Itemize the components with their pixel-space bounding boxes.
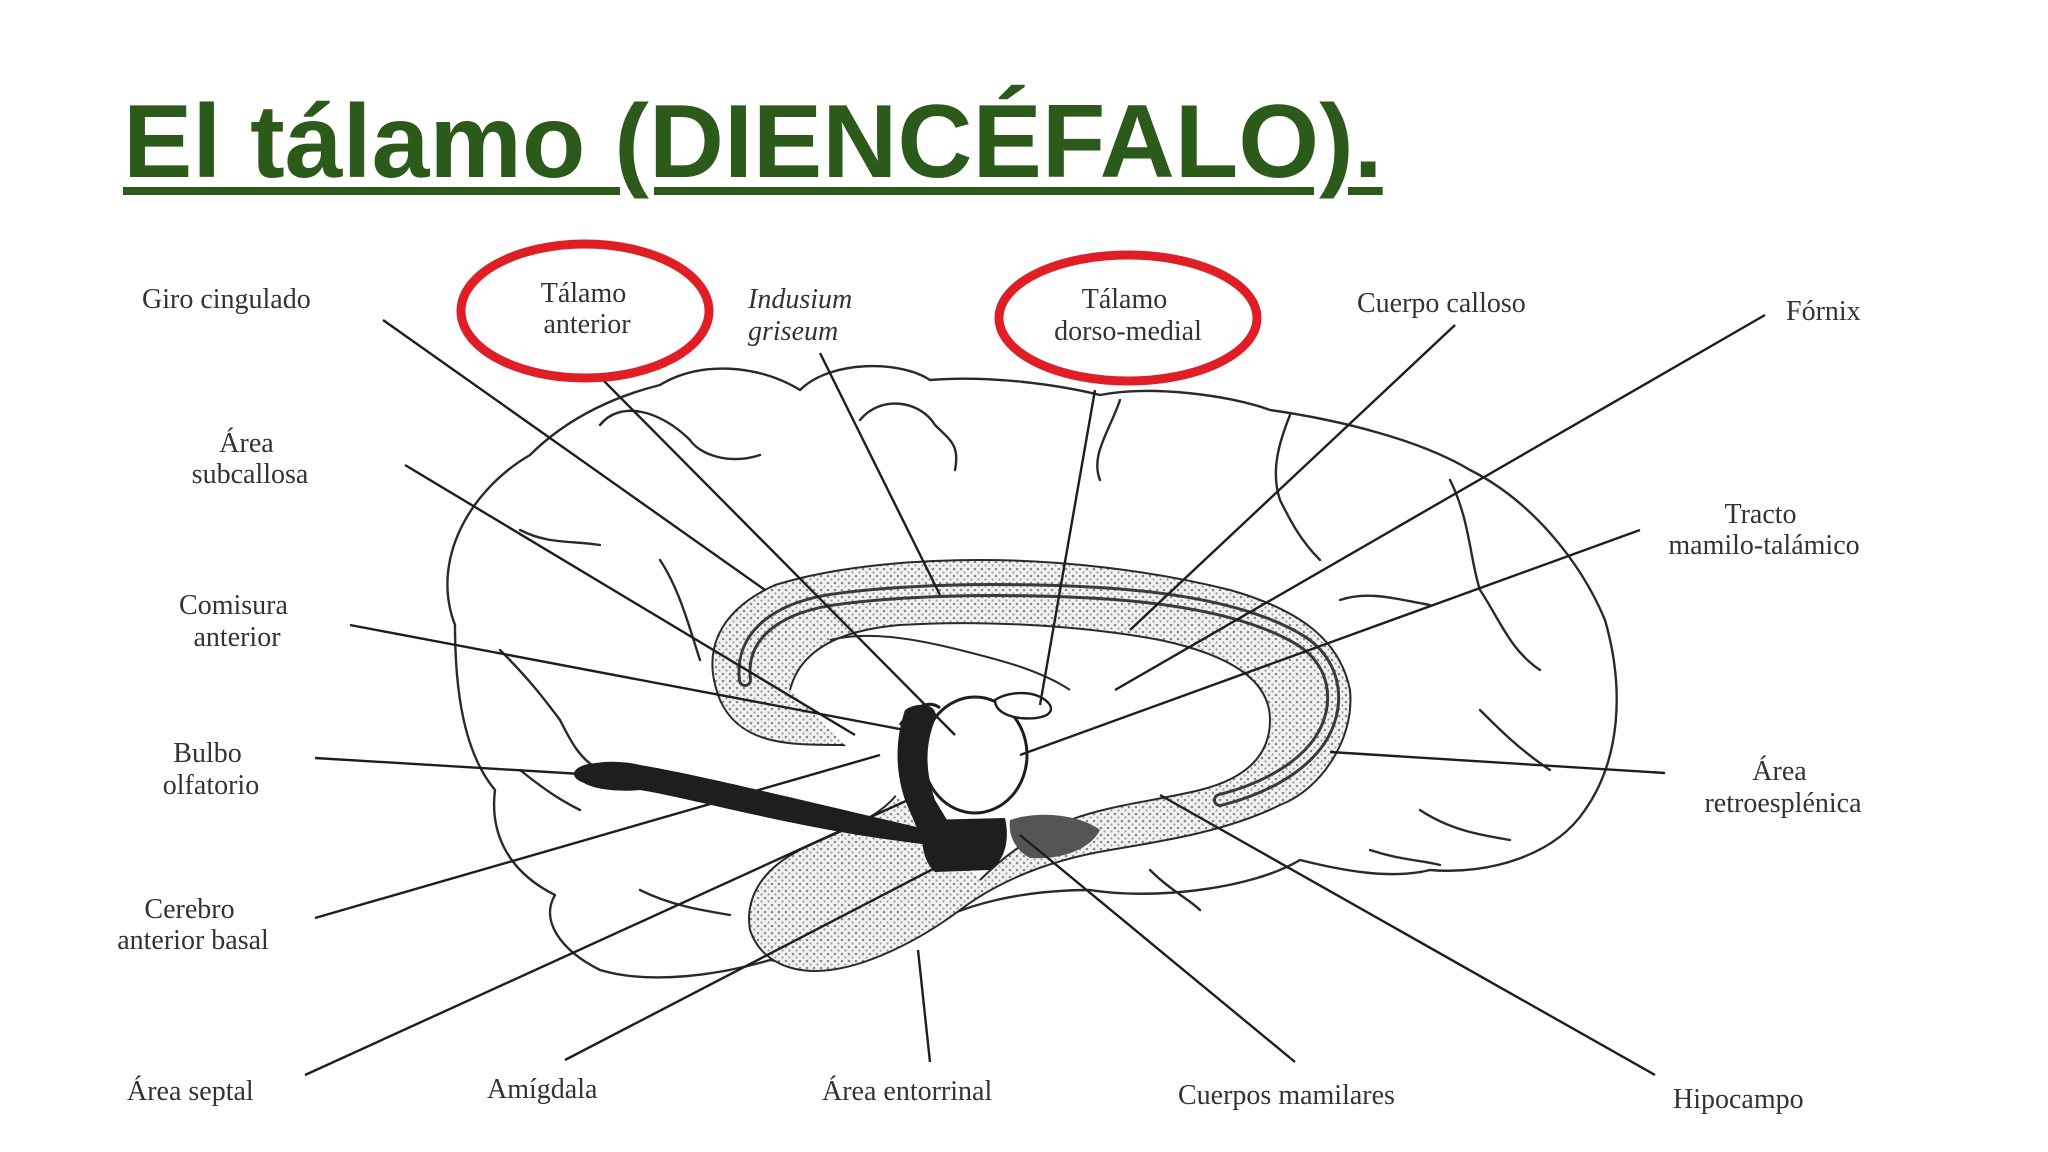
label-amigdala: Amígdala [487, 1074, 598, 1105]
label-tracto-mamilo-talamico: Tracto mamilo-talámico [1668, 499, 1859, 561]
brain-outline [446, 364, 1618, 979]
highlight-circle-talamo-dorso-medial [994, 250, 1262, 386]
limbic-stippled-region [711, 558, 1352, 972]
label-area-subcallosa: Área subcallosa [192, 428, 309, 490]
label-area-retroesplenica: Área retroesplénica [1704, 756, 1862, 819]
highlight-circle-talamo-anterior [456, 239, 714, 383]
label-hipocampo: Hipocampo [1673, 1084, 1804, 1115]
label-talamo-dorso-medial: Tálamo dorso-medial [1054, 284, 1202, 347]
label-area-entorrinal: Área entorrinal [822, 1076, 992, 1107]
label-giro-cingulado: Giro cingulado [142, 284, 311, 315]
label-cuerpos-mamilares: Cuerpos mamilares [1178, 1080, 1395, 1111]
label-fornix: Fórnix [1786, 296, 1861, 327]
slide-title: El tálamo (DIENCÉFALO). [123, 84, 1383, 200]
label-cerebro-anterior-basal: Cerebro anterior basal [117, 894, 269, 956]
leader-lines [304, 313, 1766, 1077]
label-talamo-anterior: Tálamo anterior [541, 278, 634, 340]
thalamus-structures [897, 691, 1100, 872]
label-cuerpo-calloso: Cuerpo calloso [1357, 288, 1526, 319]
label-bulbo-olfatorio: Bulbo olfatorio [163, 738, 259, 801]
label-comisura-anterior: Comisura anterior [179, 590, 295, 653]
label-area-septal: Área septal [127, 1076, 254, 1107]
label-indusium-griseum: Indusium griseum [747, 284, 859, 347]
